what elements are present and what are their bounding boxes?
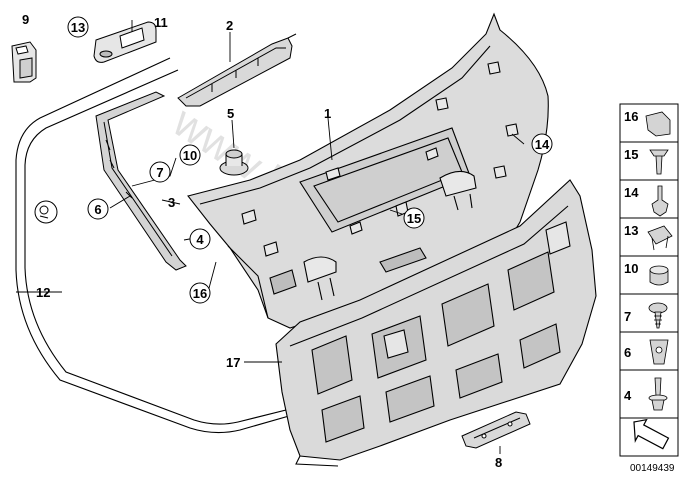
svg-text:10: 10 (183, 148, 197, 163)
callout-8[interactable]: 8 (495, 455, 502, 470)
legend-row-13[interactable]: 13 (619, 217, 679, 257)
svg-text:15: 15 (407, 211, 421, 226)
callout-12[interactable]: 12 (36, 285, 50, 300)
arrow-icon (633, 418, 670, 450)
legend-row-10[interactable]: 10 (619, 255, 679, 295)
legend-row-16[interactable]: 16 (619, 103, 679, 143)
svg-text:7: 7 (624, 309, 631, 324)
svg-text:13: 13 (71, 20, 85, 35)
callout-2[interactable]: 2 (226, 18, 233, 33)
callout-16[interactable]: 16 (189, 282, 211, 304)
legend-row-6[interactable]: 6 (619, 331, 679, 371)
callout-5[interactable]: 5 (227, 106, 234, 121)
svg-text:14: 14 (535, 137, 550, 152)
svg-text:4: 4 (196, 232, 204, 247)
legend-row-4[interactable]: 4 (619, 369, 679, 419)
part-3-side-trim[interactable] (95, 91, 187, 271)
callout-11[interactable]: 11 (154, 15, 168, 30)
svg-text:6: 6 (624, 345, 631, 360)
svg-text:10: 10 (624, 261, 638, 276)
svg-text:6: 6 (94, 202, 101, 217)
part-11-bracket[interactable] (93, 21, 157, 63)
part-8-bracket[interactable] (461, 411, 531, 449)
callout-17[interactable]: 17 (226, 355, 240, 370)
legend-14-part-icon (651, 185, 669, 217)
parts-legend: 16 15 14 13 10 7 (619, 103, 679, 457)
callout-10[interactable]: 10 (179, 144, 201, 166)
legend-15-part-icon (649, 149, 669, 175)
callout-1[interactable]: 1 (324, 106, 331, 121)
callout-3[interactable]: 3 (168, 195, 175, 210)
callout-9[interactable]: 9 (22, 12, 29, 27)
diagram-reference-number: 00149439 (630, 463, 675, 474)
legend-7-part-icon (648, 302, 668, 314)
svg-text:15: 15 (624, 147, 638, 162)
part-2-trim-strip[interactable] (177, 33, 297, 107)
legend-4-part-icon (654, 377, 662, 397)
part-9-clip[interactable] (11, 41, 37, 83)
svg-text:16: 16 (624, 109, 638, 124)
part-12-weatherstrip[interactable] (15, 57, 297, 434)
svg-text:4: 4 (624, 388, 632, 403)
legend-16-part-icon (645, 111, 671, 137)
svg-text:16: 16 (193, 286, 207, 301)
callout-7[interactable]: 7 (149, 161, 171, 183)
svg-text:7: 7 (156, 165, 163, 180)
svg-text:14: 14 (624, 185, 639, 200)
callout-4[interactable]: 4 (189, 228, 211, 250)
part-5-grommet[interactable] (219, 149, 249, 176)
legend-13-part-icon (647, 225, 673, 251)
legend-row-15[interactable]: 15 (619, 141, 679, 181)
legend-row-14[interactable]: 14 (619, 179, 679, 219)
part-1-tailgate-trim-panel[interactable] (187, 12, 549, 329)
callout-14[interactable]: 14 (531, 133, 553, 155)
legend-nav-arrow[interactable] (619, 415, 679, 457)
svg-text:13: 13 (624, 223, 638, 238)
legend-row-7[interactable]: 7 (619, 293, 679, 333)
callout-13[interactable]: 13 (67, 16, 89, 38)
clip-at-weatherstrip[interactable] (34, 200, 58, 224)
callout-6[interactable]: 6 (87, 198, 109, 220)
callout-15[interactable]: 15 (403, 207, 425, 229)
part-17-tailgate-insulation[interactable] (275, 179, 597, 467)
